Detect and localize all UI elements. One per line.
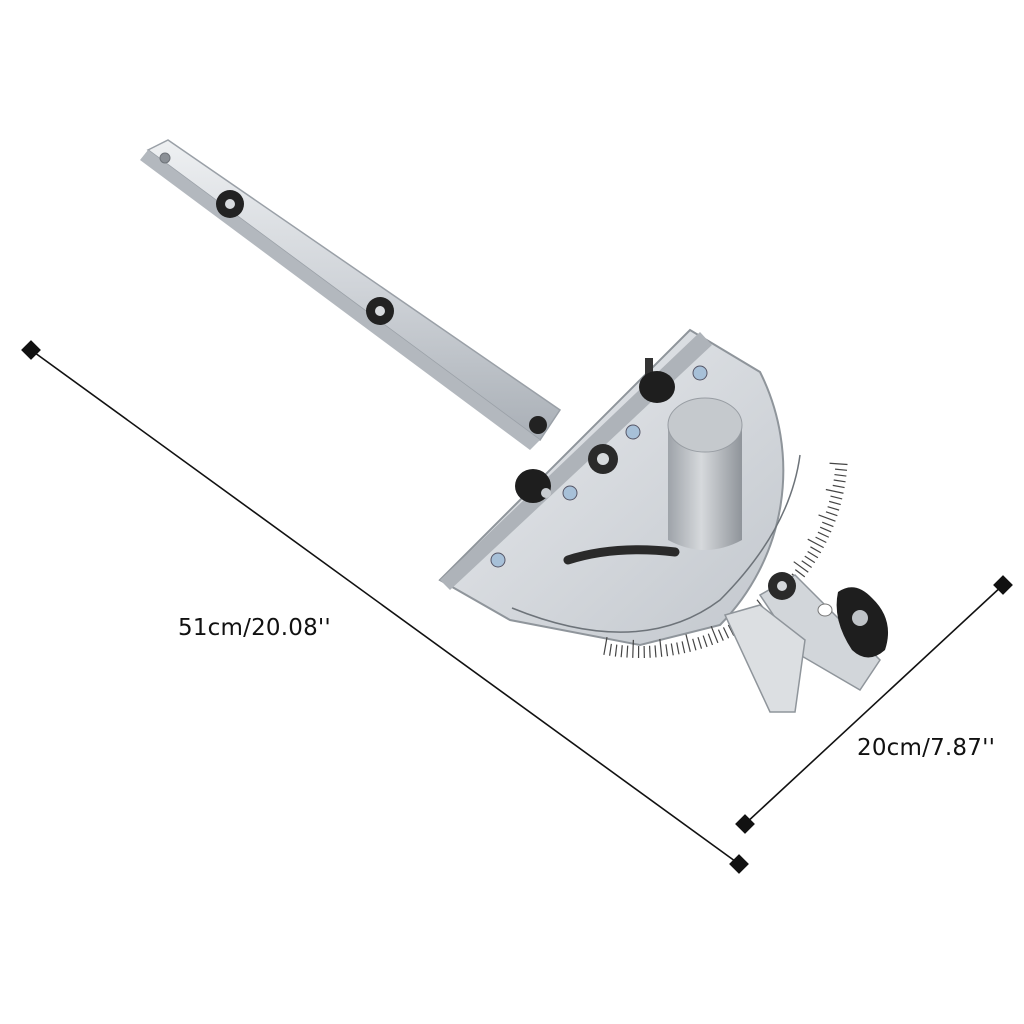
length-end-marker — [729, 854, 749, 874]
bar-screw-1 — [216, 190, 244, 218]
protractor-tick — [722, 627, 730, 639]
protractor-tick — [702, 635, 708, 648]
protractor-tick — [648, 645, 651, 658]
handle — [667, 397, 743, 550]
protractor-tick — [626, 645, 629, 658]
width-dimension-label: 20cm/7.87'' — [857, 735, 996, 761]
protractor-tick — [807, 538, 824, 549]
protractor-tick — [676, 642, 680, 655]
protractor-tick — [614, 644, 618, 657]
protractor-tick — [819, 526, 832, 533]
protractor-tick — [801, 560, 812, 569]
protractor-tick — [829, 462, 848, 466]
protractor-tick — [794, 569, 806, 578]
protractor-tick — [603, 637, 608, 655]
lock-knob-upper — [639, 358, 675, 403]
protractor-tick — [825, 511, 838, 517]
protractor-tick — [707, 633, 714, 646]
protractor-tick — [807, 551, 819, 559]
protractor-tick — [681, 641, 686, 654]
length-start-marker — [21, 340, 41, 360]
protractor-tick — [665, 644, 669, 657]
width-end-marker — [735, 814, 755, 834]
protractor-tick — [654, 645, 657, 658]
lock-knob-lower — [515, 469, 551, 503]
protractor-tick — [632, 639, 634, 658]
width-start-marker — [993, 575, 1013, 595]
length-dimension-line — [21, 340, 749, 874]
protractor-tick — [620, 645, 623, 658]
protractor-tick — [822, 521, 834, 528]
flip-stop — [723, 572, 889, 713]
protractor-tick — [818, 514, 836, 522]
protractor-tick — [717, 629, 724, 641]
protractor-tick — [833, 479, 846, 483]
protractor-tick — [815, 536, 827, 544]
protractor-tick — [710, 625, 719, 644]
length-dimension-label: 51cm/20.08'' — [178, 615, 331, 641]
protractor-tick — [659, 638, 663, 657]
miter-bar — [140, 139, 562, 450]
protractor-tick — [830, 495, 843, 500]
protractor-tick — [609, 643, 612, 656]
protractor-tick — [827, 506, 840, 511]
protractor-tick — [825, 488, 844, 494]
protractor-tick — [810, 546, 822, 554]
protractor-tick — [832, 484, 845, 489]
bar-screw-2 — [366, 297, 394, 325]
width-dimension-line — [735, 575, 1013, 834]
protractor-tick — [685, 634, 691, 652]
protractor-tick — [804, 555, 816, 564]
protractor-tick — [697, 637, 703, 649]
protractor-tick — [835, 468, 848, 471]
protractor-tick — [817, 531, 830, 538]
protractor-tick — [670, 643, 674, 656]
protractor-tick — [834, 473, 847, 477]
protractor-tick — [692, 638, 697, 651]
protractor-tick — [793, 561, 809, 573]
hex-bolt — [588, 444, 618, 474]
protractor-tick — [828, 500, 841, 506]
protractor-tick — [727, 624, 735, 636]
